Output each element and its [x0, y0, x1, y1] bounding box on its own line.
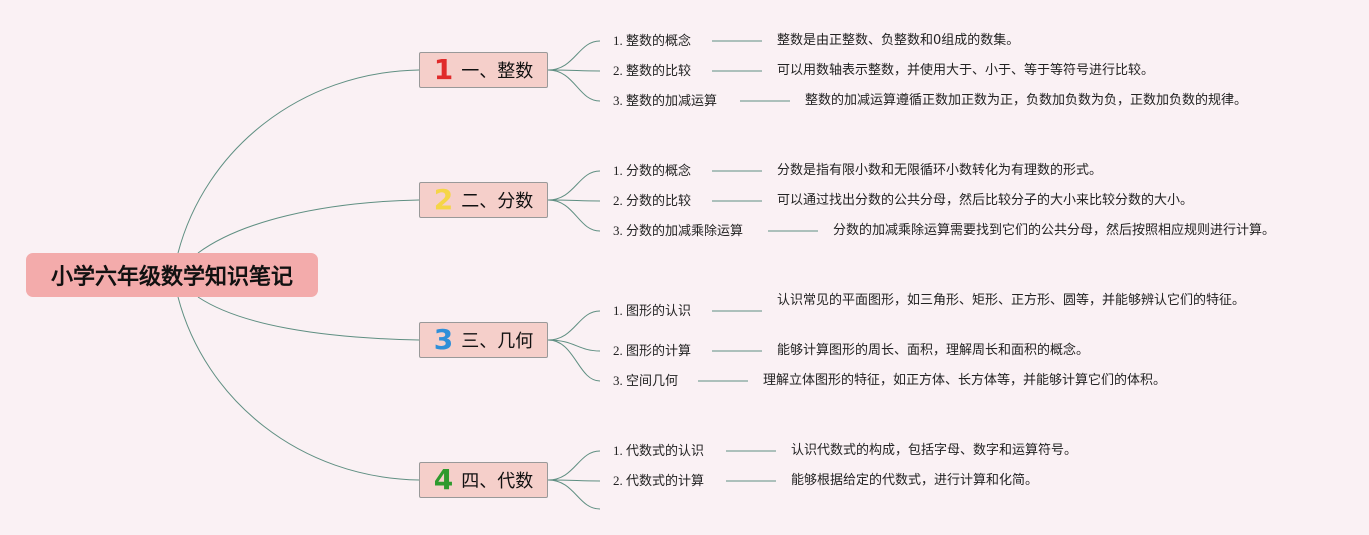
topic-branch-line: [547, 310, 601, 341]
topic-number: 3: [433, 323, 454, 356]
subtopic-label: 2. 整数的比较: [613, 63, 692, 78]
root-branch-line: [197, 199, 420, 254]
root-branch-line: [177, 69, 420, 254]
subtopic-label: 2. 分数的比较: [613, 193, 692, 208]
subtopic-label: 3. 空间几何: [613, 373, 679, 388]
subtopic-description: 能够计算图形的周长、面积，理解周长和面积的概念。: [777, 343, 1090, 358]
topic-branch-line: [547, 479, 601, 482]
subtopic-description: 认识常见的平面图形，如三角形、矩形、正方形、圆等，并能够辨认它们的特征。: [777, 293, 1246, 308]
topic-label: 一、整数: [461, 61, 534, 82]
subtopic-label: 1. 图形的认识: [613, 303, 692, 318]
topic-label: 四、代数: [461, 471, 534, 492]
subtopic-description: 可以用数轴表示整数，并使用大于、小于、等于等符号进行比较。: [777, 63, 1155, 78]
topic-integers: 1 一、整数: [419, 52, 548, 88]
root-branch-line: [197, 296, 420, 341]
topic-branch-line: [547, 450, 601, 481]
subtopic-label: 2. 图形的计算: [613, 343, 692, 358]
topic-branch-line: [547, 199, 601, 232]
topic-geometry: 3 三、几何: [419, 322, 548, 358]
subtopic-description: 可以通过找出分数的公共分母，然后比较分子的大小来比较分数的大小。: [777, 193, 1194, 208]
subtopic-description: 分数是指有限小数和无限循环小数转化为有理数的形式。: [777, 163, 1103, 178]
topic-number: 2: [433, 183, 454, 216]
subtopic-label: 3. 分数的加减乘除运算: [613, 223, 744, 238]
subtopic-label: 3. 整数的加减运算: [613, 93, 718, 108]
topic-branch-line: [547, 479, 601, 510]
topic-branch-line: [547, 199, 601, 202]
subtopic-description: 整数是由正整数、负整数和0组成的数集。: [777, 33, 1020, 48]
subtopic-label: 1. 整数的概念: [613, 33, 692, 48]
subtopic-description: 理解立体图形的特征，如正方体、长方体等，并能够计算它们的体积。: [763, 373, 1167, 388]
subtopic-description: 能够根据给定的代数式，进行计算和化简。: [791, 473, 1039, 488]
subtopic-label: 1. 代数式的认识: [613, 443, 705, 458]
topic-label: 三、几何: [461, 331, 534, 352]
topic-branch-line: [547, 69, 601, 102]
topic-branch-line: [547, 69, 601, 72]
topic-number: 4: [433, 463, 454, 496]
topic-branch-line: [547, 170, 601, 201]
topic-label: 二、分数: [461, 191, 534, 212]
root-branch-line: [177, 296, 420, 481]
topic-branch-line: [547, 339, 601, 382]
subtopic-description: 认识代数式的构成，包括字母、数字和运算符号。: [791, 443, 1078, 458]
subtopic-description: 整数的加减运算遵循正数加正数为正，负数加负数为负，正数加负数的规律。: [805, 93, 1248, 108]
root-title: 小学六年级数学知识笔记: [26, 253, 318, 297]
topic-branch-line: [547, 40, 601, 71]
topic-fractions: 2 二、分数: [419, 182, 548, 218]
topic-algebra: 4 四、代数: [419, 462, 548, 498]
topic-number: 1: [433, 53, 454, 86]
subtopic-description: 分数的加减乘除运算需要找到它们的公共分母，然后按照相应规则进行计算。: [833, 223, 1276, 238]
subtopic-label: 1. 分数的概念: [613, 163, 692, 178]
subtopic-label: 2. 代数式的计算: [613, 473, 705, 488]
